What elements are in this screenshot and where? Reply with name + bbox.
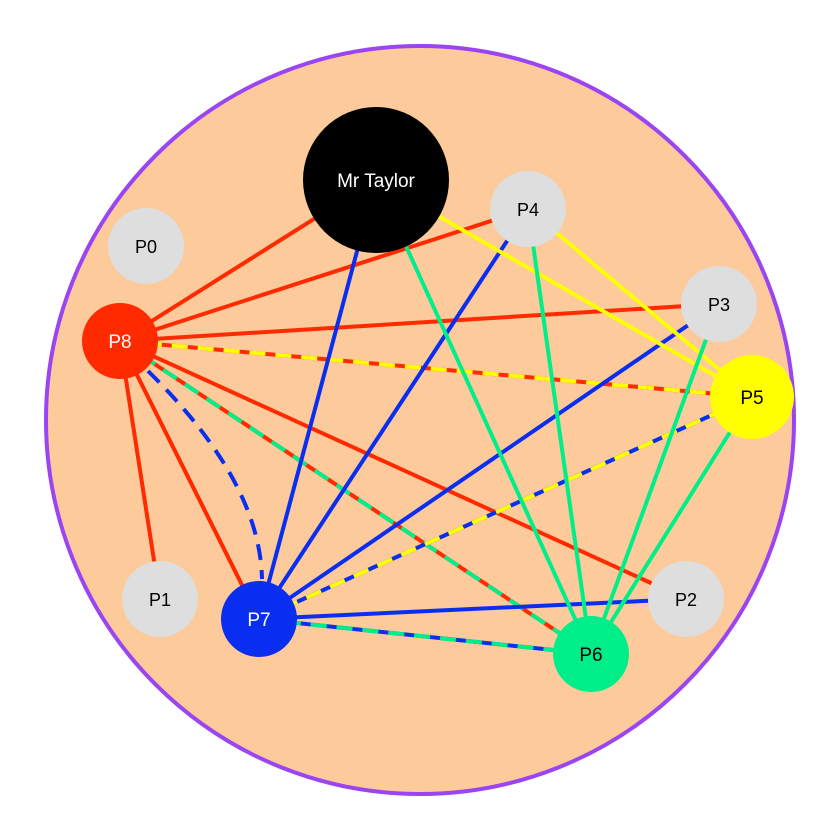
node-p0: P0	[108, 208, 184, 284]
node-p4-label: P4	[517, 200, 539, 220]
edge-p8-p6-dashed	[118, 339, 593, 656]
node-p5-label: P5	[740, 388, 763, 409]
edge-taylor-p6-solid	[374, 179, 593, 655]
node-p6: P6	[553, 616, 629, 692]
node-p6-circle	[553, 616, 629, 692]
edge-p4-p5-solid	[526, 207, 754, 399]
node-p5-circle	[710, 355, 794, 439]
node-p0-label: P0	[135, 237, 157, 257]
node-taylor-label: Mr Taylor	[337, 171, 415, 192]
node-p1: P1	[122, 561, 198, 637]
edge-p8-p1-solid	[118, 340, 162, 600]
node-p3-label: P3	[708, 295, 730, 315]
node-p0-circle	[108, 208, 184, 284]
node-p3: P3	[681, 266, 757, 342]
node-p1-circle	[122, 561, 198, 637]
node-p4: P4	[490, 171, 566, 247]
node-p8-circle	[82, 303, 158, 379]
edge-p8-p7-solid	[118, 340, 261, 620]
node-p2-circle	[648, 561, 724, 637]
node-p6-label: P6	[579, 645, 602, 666]
node-p4-circle	[490, 171, 566, 247]
edges-layer	[118, 178, 754, 656]
edge-p8-p2-solid	[119, 339, 687, 601]
edge-p8-p5-dashed	[119, 339, 753, 399]
node-taylor-circle	[303, 107, 449, 253]
edge-p4-p6-solid	[526, 208, 593, 655]
edge-p5-p6-solid	[589, 395, 754, 656]
edge-taylor-p7-solid	[257, 179, 378, 620]
node-p3-circle	[681, 266, 757, 342]
node-p8: P8	[82, 303, 158, 379]
node-p1-label: P1	[149, 590, 171, 610]
node-p5: P5	[710, 355, 794, 439]
node-p2: P2	[648, 561, 724, 637]
node-p8-label: P8	[108, 332, 131, 353]
node-p7-label: P7	[247, 610, 270, 631]
node-p2-label: P2	[675, 590, 697, 610]
edge-p3-p6-solid	[589, 303, 721, 655]
node-p7-circle	[221, 581, 297, 657]
edge-p7-p2-solid	[258, 597, 687, 621]
node-taylor: Mr Taylor	[303, 107, 449, 253]
edge-p3-p7-solid	[257, 302, 721, 621]
edge-p8-p7-dashed	[146, 369, 264, 580]
edge-p7-p6-dashed	[258, 617, 592, 656]
edge-p8-p3-solid	[119, 302, 720, 343]
node-p7: P7	[221, 581, 297, 657]
edge-p8-p4-solid	[119, 207, 529, 343]
edge-p4-p7-solid	[257, 207, 530, 621]
